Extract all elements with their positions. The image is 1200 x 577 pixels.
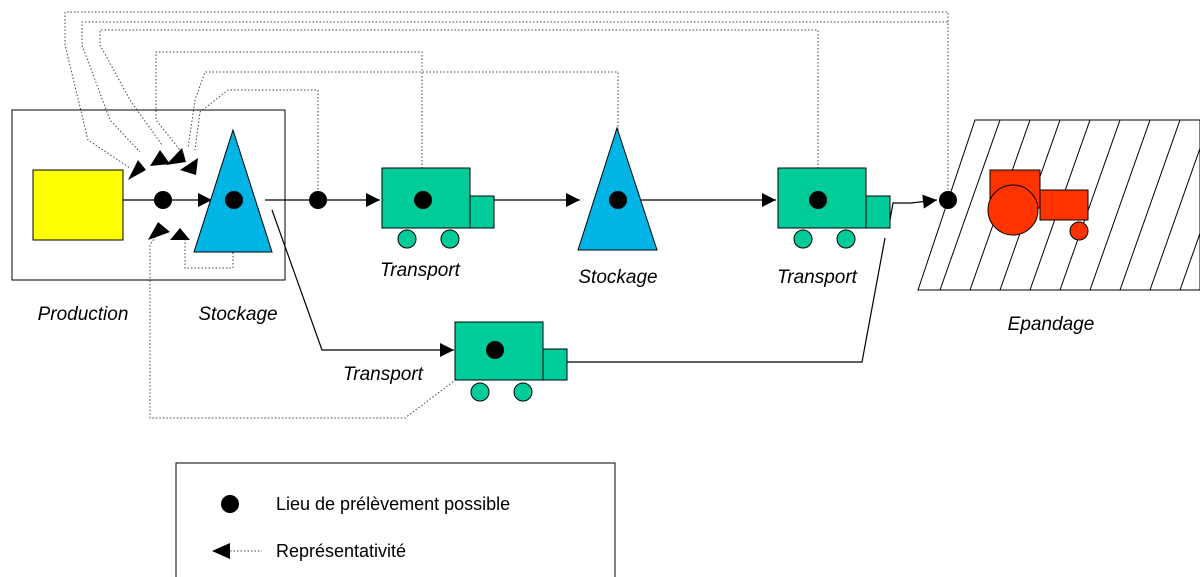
stockage-2-pile [577,126,658,251]
label-production: Production [38,304,129,325]
production-frame [11,109,286,281]
arrowhead-rep [148,222,170,240]
flow-transport-2-to-epandage [889,194,938,221]
label-transport-3: Transport [343,364,424,385]
flow-stockage-to-transport-3 [271,209,454,357]
feedback-line-stockage-1 [184,200,234,269]
sampling-point-epandage [939,191,957,209]
flow-transport-3-to-epandage [567,237,886,363]
label-stockage-1: Stockage [198,304,277,325]
sampling-point-transport-2 [809,191,827,209]
arrowhead-rep [166,148,186,165]
legend-representativeness-label: Représentativité [276,541,406,561]
feedback-line-pre-transport [194,89,319,200]
transport-truck-3 [454,321,568,402]
legend-frame [175,462,616,577]
stockage-1-pile [193,128,273,253]
feedback-line-stockage-2 [187,71,619,200]
legend-sampling-point-label: Lieu de prélèvement possible [276,494,510,514]
sampling-point-stockage-1 [225,191,243,209]
label-epandage: Epandage [1008,314,1095,335]
legend: Lieu de prélèvement possible Représentat… [175,462,616,577]
label-transport-2: Transport [777,267,858,288]
representativeness-lines [64,11,949,419]
label-stockage-2: Stockage [578,267,657,288]
legend-sampling-point-icon [221,495,239,513]
sampling-point-stockage-2 [609,191,627,209]
tractor-icon [987,169,1089,241]
representativeness-arrowheads [128,148,198,240]
arrowhead-rep [170,228,190,240]
feedback-line-transport-1 [155,51,423,200]
sampling-point-transport-3 [486,341,504,359]
production-box [32,169,124,241]
transport-truck-1 [381,167,495,249]
sampling-point-pre-transport [309,191,327,209]
sampling-points [154,191,957,359]
arrowhead-rep [150,150,170,166]
sampling-point-production [154,191,172,209]
label-transport-1: Transport [380,260,461,281]
sampling-point-transport-1 [414,191,432,209]
arrowhead-rep [128,160,146,180]
feedback-line-transport-3 [149,229,496,419]
feedback-line-epandage-inner [81,21,949,200]
flow-lines [123,193,938,363]
transport-truck-2 [777,167,891,249]
arrowhead-rep [180,158,198,175]
legend-arrow-icon [212,543,230,559]
